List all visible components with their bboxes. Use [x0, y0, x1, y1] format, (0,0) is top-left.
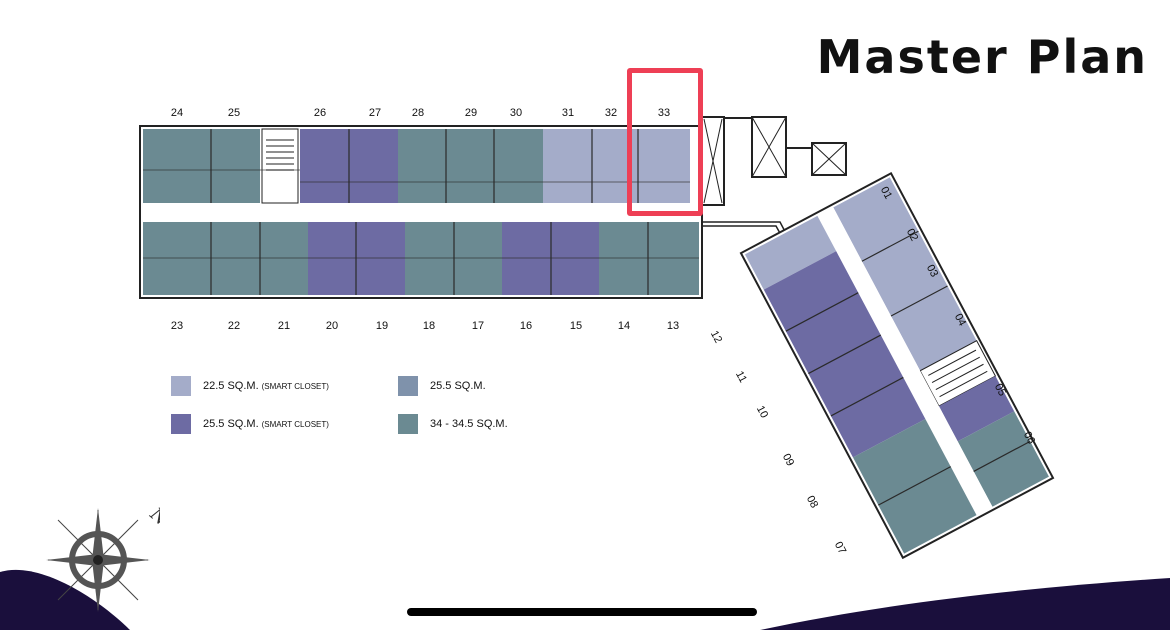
legend-swatch [398, 376, 418, 396]
legend-item-22-5-smart: 22.5 SQ.M. (SMART CLOSET) [171, 376, 329, 396]
home-indicator[interactable] [407, 608, 757, 616]
unit-label-23: 23 [170, 320, 184, 332]
unit-label-19: 19 [375, 320, 389, 332]
legend-label: 25.5 SQ.M. [430, 380, 486, 392]
wave-right [760, 578, 1170, 630]
legend-item-34-34-5: 34 - 34.5 SQ.M. [398, 414, 508, 434]
legend-swatch [171, 414, 191, 434]
unit-label-33: 33 [657, 107, 671, 119]
legend-item-25-5-smart: 25.5 SQ.M. (SMART CLOSET) [171, 414, 329, 434]
compass-icon: N [46, 503, 160, 612]
unit-label-22: 22 [227, 320, 241, 332]
unit-label-26: 26 [313, 107, 327, 119]
wave-left [0, 569, 130, 630]
unit-label-18: 18 [422, 320, 436, 332]
unit-33-highlight [627, 68, 703, 216]
page-title: Master Plan [816, 30, 1148, 84]
unit-label-13: 13 [666, 320, 680, 332]
legend-swatch [171, 376, 191, 396]
unit-label-21: 21 [277, 320, 291, 332]
legend-label: 34 - 34.5 SQ.M. [430, 418, 508, 430]
legend-label: 25.5 SQ.M. [203, 418, 259, 430]
unit-label-29: 29 [464, 107, 478, 119]
legend-label: 22.5 SQ.M. [203, 380, 259, 392]
unit-label-15: 15 [569, 320, 583, 332]
unit-label-28: 28 [411, 107, 425, 119]
legend-swatch [398, 414, 418, 434]
unit-31-33 [543, 129, 690, 203]
unit-label-17: 17 [471, 320, 485, 332]
legend-item-25-5: 25.5 SQ.M. [398, 376, 486, 396]
unit-label-14: 14 [617, 320, 631, 332]
unit-label-32: 32 [604, 107, 618, 119]
unit-label-27: 27 [368, 107, 382, 119]
unit-label-16: 16 [519, 320, 533, 332]
unit-label-30: 30 [509, 107, 523, 119]
unit-label-20: 20 [325, 320, 339, 332]
legend-sublabel: (SMART CLOSET) [261, 419, 329, 429]
stairwell-west [261, 128, 299, 204]
unit-label-24: 24 [170, 107, 184, 119]
corridor [143, 204, 699, 222]
unit-label-25: 25 [227, 107, 241, 119]
compass-north-label: N [145, 503, 160, 531]
unit-label-31: 31 [561, 107, 575, 119]
unit-24-25 [143, 129, 260, 203]
legend-sublabel: (SMART CLOSET) [261, 381, 329, 391]
unit-28-30 [398, 129, 543, 203]
